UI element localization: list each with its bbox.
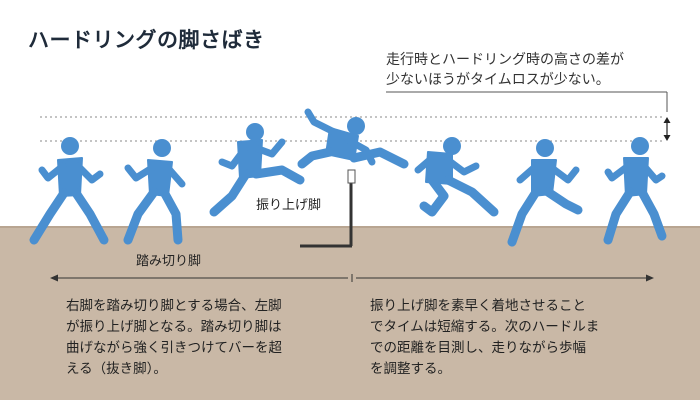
height-note-line2: 少ないほうがタイムロスが少ない。 xyxy=(386,72,610,88)
height-note: 走行時とハードリング時の高さの差が 少ないほうがタイムロスが少ない。 xyxy=(386,50,624,90)
landing-phase-arrow xyxy=(356,274,654,282)
ground xyxy=(0,228,700,400)
runner-6 xyxy=(507,139,583,247)
runner-7 xyxy=(603,137,667,245)
takeoff-phase-arrow xyxy=(50,274,348,282)
right-explanation-line4: を調整する。 xyxy=(370,361,451,377)
left-explanation-line4: える（抜き脚）。 xyxy=(66,361,167,377)
hurdle xyxy=(300,169,356,248)
left-explanation: 右脚を踏み切り脚とする場合、左脚 が振り上げ脚となる。踏み切り脚は 曲げながら強… xyxy=(66,296,282,380)
left-explanation-line2: が振り上げ脚となる。踏み切り脚は xyxy=(66,319,282,335)
runner-2 xyxy=(123,139,186,245)
runner-5 xyxy=(414,137,499,217)
lead-leg-label: 振り上げ脚 xyxy=(256,198,322,213)
right-explanation: 振り上げ脚を素早く着地させること でタイムは短縮する。次のハードルま での距離を… xyxy=(370,296,599,380)
right-explanation-line3: での距離を目測し、走りながら歩幅 xyxy=(370,340,586,356)
left-explanation-line1: 右脚を踏み切り脚とする場合、左脚 xyxy=(66,298,282,314)
runner-4 xyxy=(297,108,409,169)
page-title: ハードリングの脚さばき xyxy=(28,28,265,52)
left-explanation-line3: 曲げながら強く引きつけてバーを超 xyxy=(66,340,282,356)
runner-1 xyxy=(29,137,109,245)
takeoff-leg-label: 踏み切り脚 xyxy=(136,254,202,269)
right-explanation-line1: 振り上げ脚を素早く着地させること xyxy=(370,298,586,314)
right-explanation-line2: でタイムは短縮する。次のハードルま xyxy=(370,319,600,335)
height-difference-arrow xyxy=(663,117,671,141)
height-note-line1: 走行時とハードリング時の高さの差が xyxy=(386,52,624,68)
runner-3 xyxy=(209,123,305,217)
